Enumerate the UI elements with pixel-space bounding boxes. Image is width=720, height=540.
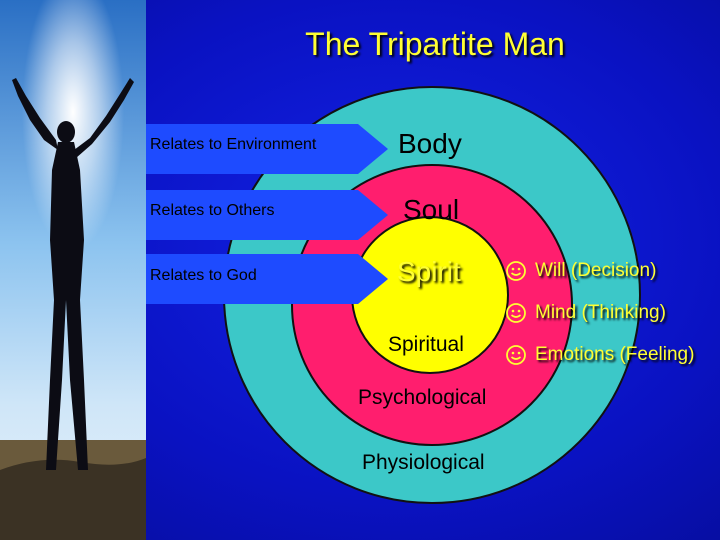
smiley-icon (506, 303, 526, 323)
smiley-icon (506, 345, 526, 365)
arrow-environment (146, 124, 388, 174)
list-item: Will (Decision) (505, 250, 694, 292)
relation-label-others: Relates to Others (150, 202, 275, 219)
soul-function-emotions: Emotions (Feeling) (535, 344, 695, 365)
list-item: Mind (Thinking) (505, 292, 694, 334)
layer-label-psychological: Psychological (358, 386, 487, 409)
part-label-spirit: Spirit (397, 256, 461, 287)
layer-label-spiritual: Spiritual (388, 333, 464, 356)
list-item: Emotions (Feeling) (505, 334, 694, 376)
arrow-god (146, 254, 388, 304)
man-silhouette-photo (0, 0, 146, 540)
smiley-icon (506, 261, 526, 281)
arrow-others (146, 190, 388, 240)
slide-title: The Tripartite Man (305, 26, 565, 62)
soul-function-mind: Mind (Thinking) (535, 302, 666, 323)
soul-functions-list: Will (Decision) Mind (Thinking) Emotions… (505, 250, 694, 376)
layer-label-physiological: Physiological (362, 451, 485, 474)
relation-label-environment: Relates to Environment (150, 136, 317, 153)
soul-function-will: Will (Decision) (535, 260, 657, 281)
part-label-soul: Soul (403, 194, 460, 225)
part-label-body: Body (398, 128, 462, 159)
relation-label-god: Relates to God (150, 267, 257, 284)
